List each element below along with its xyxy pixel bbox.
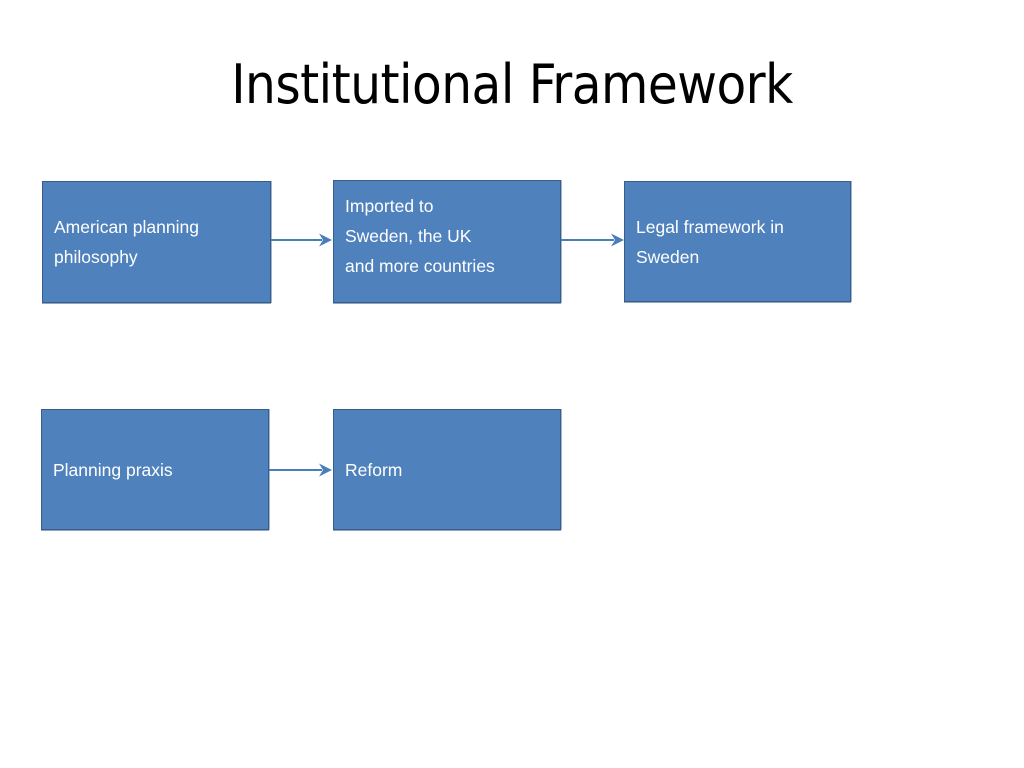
process-box-label: Legal framework in Sweden (636, 216, 784, 267)
process-box-planning-praxis[interactable]: Planning praxis (41, 409, 269, 530)
page-title: Institutional Framework (231, 53, 793, 116)
arrow-praxis-to-reform (269, 458, 333, 482)
arrow-imported-to-legal (561, 228, 625, 252)
process-box-legal-framework-sweden[interactable]: Legal framework in Sweden (624, 181, 851, 302)
process-box-label: Planning praxis (53, 459, 173, 480)
arrow-philosophy-to-imported (271, 228, 333, 252)
process-box-american-planning-philosophy[interactable]: American planning philosophy (42, 181, 271, 303)
process-box-label: Reform (345, 459, 403, 480)
process-box-reform[interactable]: Reform (333, 409, 561, 530)
process-box-label: Imported to Sweden, the UK and more coun… (345, 196, 495, 276)
process-box-imported-to-countries[interactable]: Imported to Sweden, the UK and more coun… (333, 180, 561, 303)
process-box-label: American planning philosophy (54, 217, 199, 267)
